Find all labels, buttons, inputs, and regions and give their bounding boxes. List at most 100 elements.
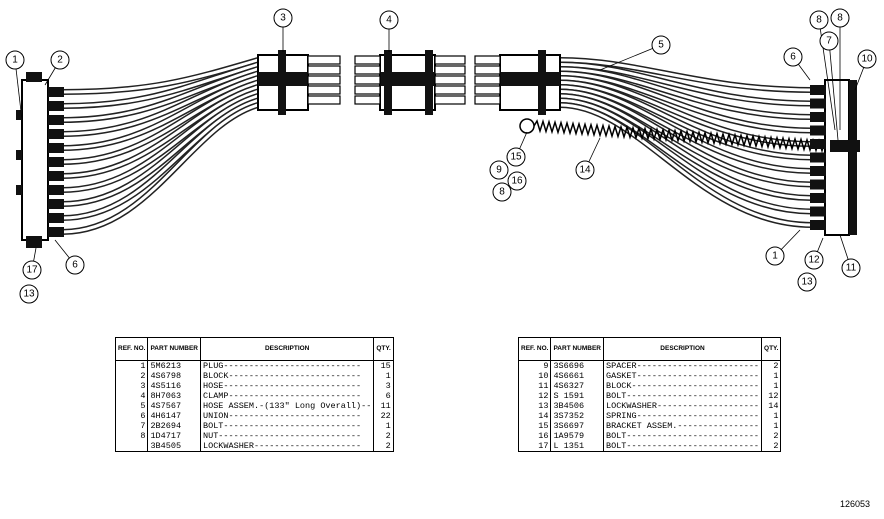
ref-no-cell: 14 (517, 411, 552, 421)
union (48, 115, 64, 125)
callout-circle (19, 284, 39, 304)
ref-no-cell: 10 (517, 371, 552, 381)
union (48, 87, 64, 97)
union (48, 143, 64, 153)
description-cell: CLAMP-------------------------- (199, 391, 375, 401)
ref-no-cell: 9 (517, 360, 552, 371)
col-part-number: PART NUMBER (550, 337, 604, 361)
union (48, 171, 64, 181)
left-hose-bundle (61, 57, 259, 235)
callout-label: 10 (861, 54, 873, 65)
description-cell: GASKET------------------------ (602, 371, 763, 381)
callout-circle (841, 258, 861, 278)
callout-circle (5, 50, 25, 70)
callout-label: 13 (23, 289, 35, 300)
part-number-cell: 4S7567 (147, 401, 201, 411)
callout-label: 12 (808, 255, 820, 266)
callout-label: 1 (772, 251, 778, 262)
part-number-cell: 4S6798 (147, 371, 201, 381)
union (48, 227, 64, 237)
callout-circle (809, 10, 829, 30)
callout-circle (797, 272, 817, 292)
callout-circle (783, 47, 803, 67)
ref-no-cell: 11 (517, 381, 552, 391)
callout-circle (489, 160, 509, 180)
callout-circle (50, 50, 70, 70)
description-cell: SPRING------------------------ (602, 411, 763, 421)
right-block (824, 79, 860, 236)
col-part-number: PART NUMBER (147, 337, 201, 361)
callout-label: 13 (801, 277, 813, 288)
ref-no-cell: 5 (114, 401, 149, 411)
callout-circle (804, 250, 824, 270)
callout-circle (575, 160, 595, 180)
ref-no-cell: 17 (517, 441, 552, 452)
ref-no-cell: 4 (114, 391, 149, 401)
callout-label: 2 (57, 55, 63, 66)
part-number-cell: 4S5116 (147, 381, 201, 391)
callout-label: 16 (511, 176, 523, 187)
callout-label: 9 (496, 165, 502, 176)
callout-label: 7 (826, 36, 832, 47)
qty-cell: 2 (373, 431, 394, 441)
description-cell: HOSE ASSEM.-(133" Long Overall)-- (199, 401, 375, 411)
ref-no-cell: 12 (517, 391, 552, 401)
callout-label: 8 (499, 187, 505, 198)
callout-circle (819, 31, 839, 51)
callout-label: 8 (837, 13, 843, 24)
hose-stubs (307, 55, 501, 105)
col-qty: QTY. (761, 337, 782, 361)
union (48, 185, 64, 195)
right-hose-bundle (559, 57, 813, 228)
part-number-cell: 4H6147 (147, 411, 201, 421)
union (810, 206, 826, 217)
union (810, 98, 826, 109)
part-number-cell: 3S6697 (550, 421, 604, 431)
callout-label: 17 (26, 265, 38, 276)
callout-label: 8 (816, 15, 822, 26)
qty-cell: 6 (373, 391, 394, 401)
union (810, 112, 826, 122)
part-number-cell: S 1591 (550, 391, 604, 401)
part-number-cell: 5M6213 (147, 360, 201, 371)
qty-cell: 1 (761, 371, 782, 381)
union (810, 139, 826, 149)
description-cell: UNION-------------------------- (199, 411, 375, 421)
col-ref-no: REF. NO. (517, 337, 552, 361)
qty-cell: 22 (373, 411, 394, 421)
bracket-assembly (519, 118, 535, 134)
ref-no-cell: 1 (114, 360, 149, 371)
callout-label: 15 (510, 152, 522, 163)
callout-label: 6 (72, 260, 78, 271)
part-number-cell: 3B4505 (147, 441, 201, 452)
col-ref-no: REF. NO. (114, 337, 149, 361)
callout-circle (379, 10, 399, 30)
union (810, 125, 826, 136)
leader-lines (14, 18, 868, 271)
left-block (16, 72, 49, 248)
part-number-cell: 4S6327 (550, 381, 604, 391)
description-cell: BLOCK-------------------------- (199, 371, 375, 381)
union (48, 199, 64, 209)
part-number-cell: 4S6661 (550, 371, 604, 381)
qty-cell: 1 (761, 421, 782, 431)
qty-cell: 1 (373, 421, 394, 431)
union (810, 193, 826, 203)
qty-cell: 2 (761, 441, 782, 452)
figure-number: 126053 (839, 499, 870, 509)
ref-no-cell: 8 (114, 431, 149, 441)
qty-cell: 1 (373, 371, 394, 381)
description-cell: SPACER------------------------ (602, 360, 763, 371)
qty-cell: 11 (373, 401, 394, 411)
